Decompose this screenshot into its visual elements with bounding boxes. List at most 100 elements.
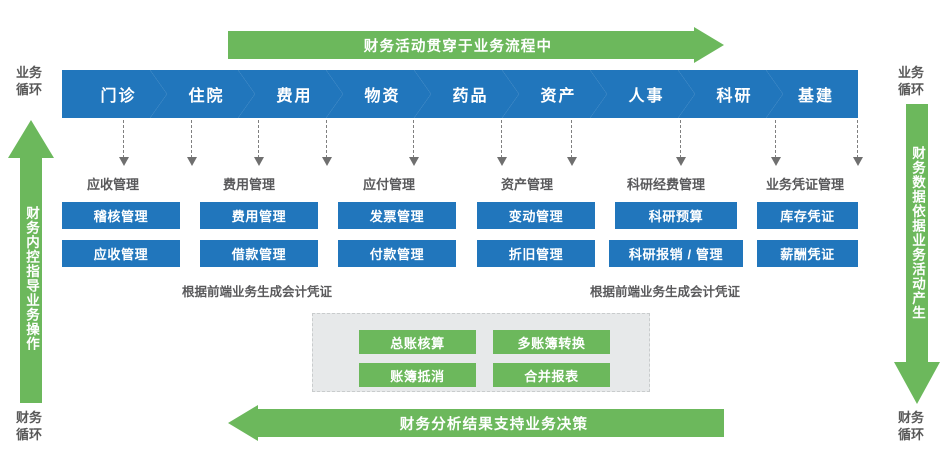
chevron-step-8-label: 基建	[797, 88, 834, 105]
connector-3	[321, 120, 332, 166]
ledger-box-3-label: 合并报表	[524, 368, 579, 384]
finance-box-0-0[interactable]: 稽核管理	[62, 202, 180, 229]
chevron-step-1[interactable]: 住院	[150, 70, 255, 118]
finance-column-0-header: 应收管理	[87, 177, 140, 192]
connector-6	[566, 120, 577, 166]
business-process-chevron-row: 门诊 住院 费用 物资 药品 资产 人事 科研 基建	[62, 70, 858, 118]
connector-6-line	[571, 120, 572, 158]
connector-8-line	[775, 120, 776, 158]
finance-column-5-header: 业务凭证管理	[766, 177, 845, 192]
connector-5-arrowhead	[496, 157, 507, 166]
connector-1-arrowhead	[186, 157, 197, 166]
connector-2-arrowhead	[253, 157, 264, 166]
corner-label-top-left: 业务 循环	[6, 64, 52, 98]
chevron-step-5-label: 资产	[540, 88, 577, 105]
connector-5-line	[501, 120, 502, 158]
corner-label-bottom-right-line1: 财务	[897, 410, 924, 425]
connector-6-arrowhead	[566, 157, 577, 166]
connector-0-arrowhead	[118, 157, 129, 166]
connector-1-line	[191, 120, 192, 158]
chevron-step-6[interactable]: 人事	[590, 70, 695, 118]
finance-box-1-0[interactable]: 费用管理	[200, 202, 318, 229]
ledger-box-1-label: 多账簿转换	[517, 335, 586, 351]
finance-box-5-0[interactable]: 库存凭证	[757, 202, 858, 229]
up-arrow-shape	[8, 120, 54, 403]
finance-box-2-1[interactable]: 付款管理	[338, 240, 456, 267]
finance-box-5-0-label: 库存凭证	[780, 209, 835, 224]
corner-label-top-right-line1: 业务	[897, 65, 924, 80]
ledger-box-1[interactable]: 多账簿转换	[493, 330, 610, 354]
finance-box-0-0-label: 稽核管理	[93, 209, 149, 224]
connector-7	[675, 120, 686, 166]
connector-0-line	[123, 120, 124, 158]
connector-7-line	[680, 120, 681, 158]
chevron-step-0-label: 门诊	[100, 88, 137, 105]
finance-box-2-0[interactable]: 发票管理	[338, 202, 456, 229]
corner-label-top-right-line2: 循环	[897, 82, 924, 97]
connector-9-arrowhead	[852, 157, 863, 166]
connector-8-arrowhead	[770, 157, 781, 166]
finance-box-5-1-label: 薪酬凭证	[780, 247, 835, 262]
finance-box-3-1-label: 折旧管理	[508, 247, 564, 262]
connector-1	[186, 120, 197, 166]
finance-box-1-1-label: 借款管理	[231, 247, 287, 262]
ledger-box-2[interactable]: 账簿抵消	[359, 363, 476, 387]
ledger-box-0[interactable]: 总账核算	[359, 330, 476, 354]
note-left-voucher-generation: 根据前端业务生成会计凭证	[182, 285, 333, 299]
chevron-step-3-label: 物资	[364, 88, 401, 105]
left-arrow-internal-control: 财务内控指导业务操作	[8, 120, 54, 403]
connector-5	[496, 120, 507, 166]
down-arrow-shape	[894, 104, 940, 404]
corner-label-bottom-right-line2: 循环	[897, 427, 924, 442]
finance-box-0-1[interactable]: 应收管理	[62, 240, 180, 267]
finance-box-1-0-label: 费用管理	[231, 209, 287, 224]
chevron-step-7-label: 科研	[716, 88, 753, 105]
finance-box-3-1[interactable]: 折旧管理	[477, 240, 595, 267]
chevron-step-0[interactable]: 门诊	[62, 70, 167, 118]
finance-box-4-1-label: 科研报销 / 管理	[628, 247, 724, 262]
chevron-step-4[interactable]: 药品	[414, 70, 519, 118]
corner-label-bottom-left-line1: 财务	[15, 410, 42, 425]
finance-box-3-0-label: 变动管理	[508, 209, 564, 224]
corner-label-top-right: 业务 循环	[888, 64, 934, 98]
chevron-step-5[interactable]: 资产	[502, 70, 607, 118]
finance-box-1-1[interactable]: 借款管理	[200, 240, 318, 267]
chevron-step-2[interactable]: 费用	[238, 70, 343, 118]
connector-3-arrowhead	[321, 157, 332, 166]
chevron-step-2-label: 费用	[276, 88, 313, 105]
finance-column-4-header: 科研经费管理	[627, 177, 706, 192]
finance-box-0-1-label: 应收管理	[93, 247, 149, 262]
chevron-step-7[interactable]: 科研	[678, 70, 783, 118]
connector-4	[408, 120, 419, 166]
right-arrow-shape	[228, 27, 724, 63]
connector-4-arrowhead	[408, 157, 419, 166]
finance-box-4-0-label: 科研预算	[648, 209, 704, 224]
finance-box-4-0[interactable]: 科研预算	[615, 202, 737, 229]
chevron-step-1-label: 住院	[188, 88, 225, 105]
connector-4-line	[413, 120, 414, 158]
corner-label-top-left-line1: 业务	[15, 65, 42, 80]
bottom-banner-label: 财务分析结果支持业务决策	[399, 416, 589, 433]
connector-8	[770, 120, 781, 166]
corner-label-bottom-right: 财务 循环	[888, 409, 934, 443]
corner-label-bottom-left: 财务 循环	[6, 409, 52, 443]
finance-box-3-0[interactable]: 变动管理	[477, 202, 595, 229]
connector-2-line	[258, 120, 259, 158]
top-banner-label: 财务活动贯穿于业务流程中	[363, 38, 553, 55]
ledger-box-2-label: 账簿抵消	[390, 368, 445, 384]
connector-0	[118, 120, 129, 166]
connector-3-line	[326, 120, 327, 158]
connector-9-line	[857, 120, 858, 158]
finance-box-4-1[interactable]: 科研报销 / 管理	[609, 240, 743, 267]
chevron-step-4-label: 药品	[452, 88, 489, 105]
chevron-step-3[interactable]: 物资	[326, 70, 431, 118]
connector-2	[253, 120, 264, 166]
finance-column-2-header: 应付管理	[363, 177, 416, 192]
ledger-accounting-panel: 总账核算 多账簿转换 账簿抵消 合并报表	[312, 313, 650, 392]
finance-box-5-1[interactable]: 薪酬凭证	[757, 240, 858, 267]
ledger-box-3[interactable]: 合并报表	[493, 363, 610, 387]
finance-box-2-1-label: 付款管理	[369, 247, 425, 262]
bottom-banner-analysis-supports-decisions: 财务分析结果支持业务决策	[228, 405, 724, 441]
note-right-voucher-generation: 根据前端业务生成会计凭证	[590, 285, 741, 299]
